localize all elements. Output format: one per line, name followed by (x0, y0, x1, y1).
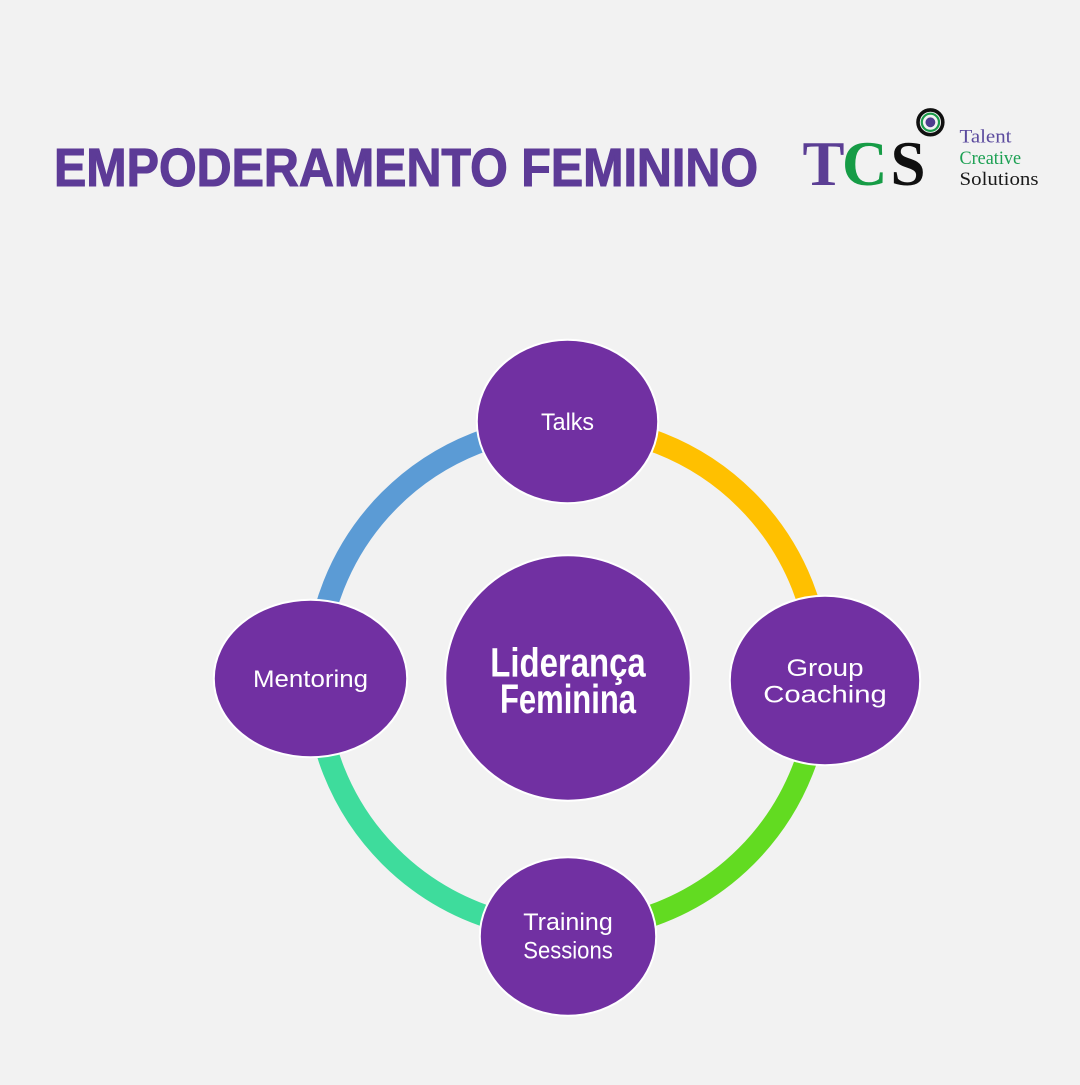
svg-text:S: S (891, 129, 926, 199)
svg-text:Training: Training (523, 909, 613, 936)
svg-text:EMPODERAMENTO FEMININO: EMPODERAMENTO FEMININO (54, 138, 758, 198)
svg-text:T: T (803, 129, 845, 199)
svg-text:Coaching: Coaching (763, 682, 887, 709)
svg-text:Solutions: Solutions (960, 169, 1039, 190)
svg-text:C: C (842, 129, 888, 199)
svg-text:Talks: Talks (541, 409, 594, 436)
svg-text:Creative: Creative (960, 148, 1022, 169)
svg-text:Liderança: Liderança (490, 639, 646, 685)
svg-text:Mentoring: Mentoring (253, 666, 368, 693)
svg-text:Sessions: Sessions (523, 938, 613, 965)
svg-text:Talent: Talent (960, 127, 1013, 148)
svg-text:Feminina: Feminina (500, 676, 637, 722)
svg-text:Group: Group (787, 655, 864, 682)
